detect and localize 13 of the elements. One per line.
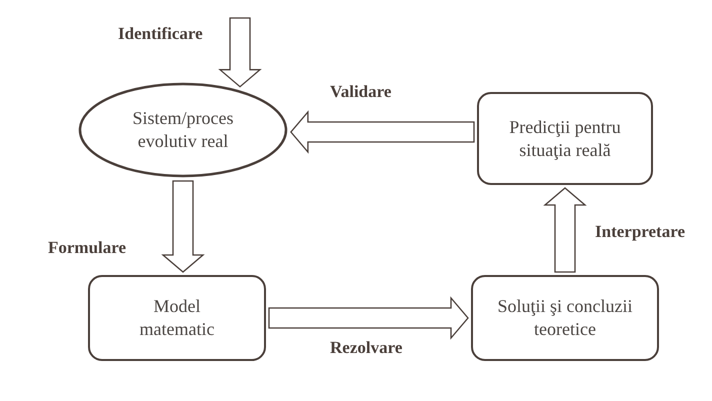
process-box <box>88 275 266 361</box>
node-text: Model matematic <box>138 295 216 341</box>
process-box <box>477 92 653 185</box>
process-box <box>471 275 659 361</box>
node-text: Predicţii pentru situaţia reală <box>508 116 622 162</box>
block-arrow <box>268 296 469 340</box>
node-text: Soluţii şi concluzii teoretice <box>496 295 634 341</box>
block-arrow <box>543 187 587 273</box>
process-ellipse <box>78 82 288 178</box>
block-arrow <box>161 180 205 273</box>
block-arrow <box>290 110 475 154</box>
node-text: Sistem/proces evolutiv real <box>132 107 234 153</box>
block-arrow <box>218 17 262 88</box>
